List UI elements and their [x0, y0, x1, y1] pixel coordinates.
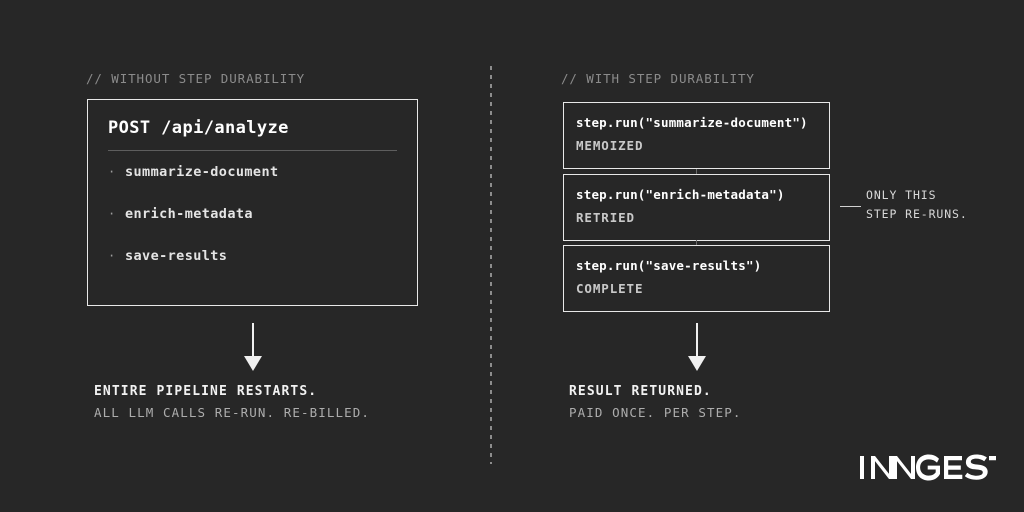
right-column-comment: // WITH STEP DURABILITY [561, 71, 755, 86]
step-code-label: step.run("summarize-document") [576, 115, 808, 130]
callout-line-1: ONLY THIS [866, 188, 937, 202]
callout-line-2: STEP RE-RUNS. [866, 207, 968, 221]
arrow-head [244, 356, 262, 371]
list-item: · enrich-metadata [108, 206, 403, 248]
status-badge: MEMOIZED [576, 138, 644, 153]
step-connector-line [696, 169, 697, 175]
down-arrow-icon-left [240, 323, 266, 371]
step-box-enrich-metadata: step.run("enrich-metadata") RETRIED [563, 174, 830, 241]
inngest-wordmark-icon [860, 454, 996, 481]
panel-divider-rule [108, 150, 397, 151]
status-badge: RETRIED [576, 210, 635, 225]
list-item: · summarize-document [108, 164, 403, 206]
down-arrow-icon-right [684, 323, 710, 371]
bullet-icon: · [108, 165, 116, 179]
step-box-save-results: step.run("save-results") COMPLETE [563, 245, 830, 312]
arrow-shaft [252, 323, 254, 359]
caption-secondary-line: ALL LLM CALLS RE-RUN. RE-BILLED. [94, 405, 371, 420]
step-box-summarize-document: step.run("summarize-document") MEMOIZED [563, 102, 830, 169]
pipeline-step-list: · summarize-document · enrich-metadata ·… [108, 164, 403, 290]
left-column-comment: // WITHOUT STEP DURABILITY [86, 71, 306, 86]
step-code-label: step.run("enrich-metadata") [576, 187, 785, 202]
caption-primary-line: ENTIRE PIPELINE RESTARTS. [94, 384, 318, 399]
panel-title: POST /api/analyze [108, 118, 289, 138]
step-code-label: step.run("save-results") [576, 258, 762, 273]
bullet-icon: · [108, 249, 116, 263]
arrow-head [688, 356, 706, 371]
status-badge: COMPLETE [576, 281, 644, 296]
left-outcome-caption: ENTIRE PIPELINE RESTARTS. ALL LLM CALLS … [94, 381, 370, 423]
step-connector-line [696, 240, 697, 246]
callout-leader-line [840, 206, 861, 207]
bullet-icon: · [108, 207, 116, 221]
list-item-label: enrich-metadata [125, 206, 253, 222]
list-item: · save-results [108, 248, 403, 290]
arrow-shaft [696, 323, 698, 359]
list-item-label: summarize-document [125, 164, 279, 180]
monolithic-request-panel: POST /api/analyze · summarize-document ·… [87, 99, 418, 306]
caption-secondary-line: PAID ONCE. PER STEP. [569, 405, 742, 420]
caption-primary-line: RESULT RETURNED. [569, 384, 712, 399]
center-dotted-divider [490, 66, 492, 464]
callout-annotation: ONLY THIS STEP RE-RUNS. [866, 186, 968, 224]
inngest-logo [860, 454, 996, 481]
list-item-label: save-results [125, 248, 228, 264]
right-outcome-caption: RESULT RETURNED. PAID ONCE. PER STEP. [569, 381, 742, 423]
